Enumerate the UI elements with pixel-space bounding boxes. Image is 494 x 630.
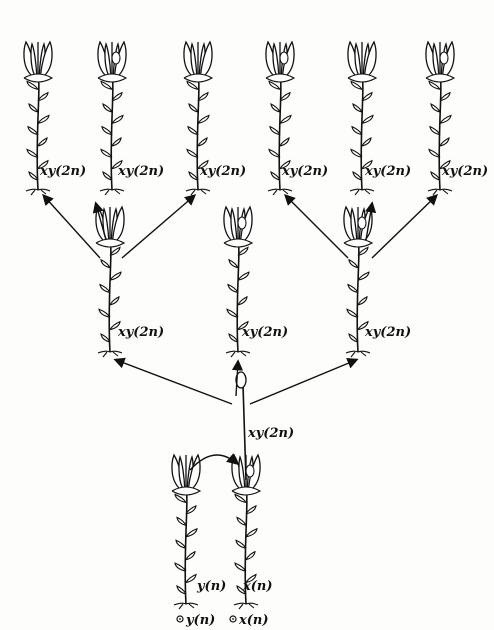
top-plant-2	[97, 40, 128, 196]
top-plant-3	[183, 40, 214, 196]
label-top-3: xy(2n)	[199, 164, 246, 179]
label-top-4: xy(2n)	[281, 164, 328, 179]
label-top-1: xy(2n)	[39, 164, 86, 179]
label-parent-y: y(n)	[196, 579, 226, 594]
arrow-to-middle-1	[113, 357, 233, 405]
parent-plant-x	[231, 453, 262, 610]
label-top-6: xy(2n)	[441, 164, 488, 179]
label-spore-y: y(n)	[185, 613, 215, 628]
label-mid-3: xy(2n)	[364, 325, 411, 340]
parent-plant-y	[171, 453, 202, 610]
arrow-to-top-3	[121, 194, 197, 259]
spore-y-marker	[176, 615, 184, 623]
label-parent-x: x(n)	[242, 579, 273, 594]
sporophyte	[189, 371, 247, 481]
middle-plant-2	[223, 205, 254, 358]
label-top-5: xy(2n)	[364, 164, 411, 179]
middle-plant-1	[95, 205, 126, 358]
arrow-to-middle-2	[231, 359, 244, 397]
top-plant-6	[425, 40, 456, 196]
label-spore-x: x(n)	[238, 613, 269, 628]
spore-x-marker	[229, 615, 237, 623]
arrow-to-top-1	[42, 193, 101, 259]
arrow-to-top-5	[365, 201, 377, 241]
arrow-to-top-4	[284, 194, 349, 259]
label-mid-2: xy(2n)	[241, 325, 288, 340]
top-plant-4	[265, 40, 296, 196]
top-plant-1	[23, 40, 54, 196]
top-plant-5	[347, 40, 378, 196]
arrow-to-top-6	[371, 194, 439, 259]
label-seedling: xy(2n)	[247, 426, 294, 441]
label-mid-1: xy(2n)	[117, 325, 164, 340]
arrow-to-top-2	[92, 201, 107, 241]
arrow-to-middle-3	[249, 358, 359, 405]
label-top-2: xy(2n)	[117, 164, 164, 179]
